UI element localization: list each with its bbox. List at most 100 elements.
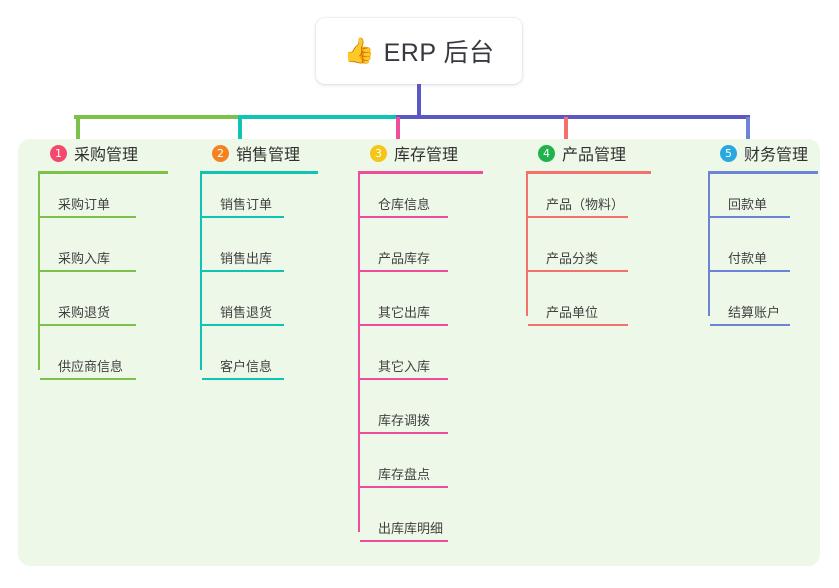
list-item[interactable]: 产品单位 (526, 294, 636, 326)
bus-segment-3 (396, 115, 750, 119)
list-item-label: 库存调拨 (378, 413, 431, 428)
list-item[interactable]: 回款单 (708, 186, 798, 218)
list-item-rule (528, 270, 628, 272)
column-3: 3 库存管理仓库信息产品库存其它出库其它入库库存调拨库存盘点出库库明细 (358, 139, 483, 542)
list-item-label: 产品单位 (546, 305, 599, 320)
column-spine-1 (38, 174, 40, 370)
list-item[interactable]: 客户信息 (200, 348, 292, 380)
list-item-label: 采购退货 (58, 305, 111, 320)
column-rule-3 (358, 171, 483, 174)
column-title-5: 财务管理 (744, 147, 809, 164)
bus-segment-2 (238, 115, 396, 119)
drop-connector-2 (238, 117, 242, 143)
list-item[interactable]: 结算账户 (708, 294, 798, 326)
column-rule-5 (708, 171, 818, 174)
list-item-rule (40, 324, 136, 326)
list-item-rule (528, 324, 628, 326)
list-item-rule (710, 270, 790, 272)
list-item-label: 销售退货 (220, 305, 273, 320)
bus-segment-1 (74, 115, 238, 119)
list-item-rule (360, 432, 448, 434)
column-spine-5 (708, 174, 710, 316)
list-item[interactable]: 付款单 (708, 240, 798, 272)
list-item-rule (360, 324, 448, 326)
column-spine-4 (526, 174, 528, 316)
list-item-rule (710, 216, 790, 218)
root-title: ERP 后台 (383, 39, 495, 67)
column-title-2: 销售管理 (236, 147, 301, 164)
list-item-rule (202, 324, 284, 326)
list-item-rule (202, 270, 284, 272)
list-item[interactable]: 采购退货 (38, 294, 144, 326)
column-badge-5: 5 (720, 144, 737, 162)
drop-connector-4 (564, 117, 568, 143)
thumbs-up-icon: 👍 (343, 36, 375, 65)
list-item[interactable]: 库存调拨 (358, 402, 456, 434)
list-item-label: 采购订单 (58, 197, 111, 212)
drop-connector-3 (396, 117, 400, 143)
list-item[interactable]: 库存盘点 (358, 456, 456, 488)
list-item-rule (710, 324, 790, 326)
column-title-1: 采购管理 (74, 147, 139, 164)
list-item[interactable]: 销售出库 (200, 240, 292, 272)
list-item[interactable]: 出库库明细 (358, 510, 456, 542)
list-item[interactable]: 供应商信息 (38, 348, 144, 380)
list-item-label: 仓库信息 (378, 197, 431, 212)
list-item-label: 结算账户 (728, 305, 781, 320)
list-item-label: 其它入库 (378, 359, 431, 374)
list-item-label: 销售出库 (220, 251, 273, 266)
list-item[interactable]: 产品（物料） (526, 186, 636, 218)
list-item-label: 付款单 (728, 251, 768, 266)
column-1: 1 采购管理采购订单采购入库采购退货供应商信息 (38, 139, 168, 380)
column-rule-4 (526, 171, 651, 174)
list-item[interactable]: 产品库存 (358, 240, 456, 272)
list-item-rule (40, 216, 136, 218)
column-badge-1: 1 (50, 144, 67, 162)
column-rule-2 (200, 171, 318, 174)
list-item-rule (40, 378, 136, 380)
list-item-label: 回款单 (728, 197, 768, 212)
list-item-rule (528, 216, 628, 218)
column-header-2[interactable]: 2 销售管理 (200, 139, 300, 167)
list-item[interactable]: 其它入库 (358, 348, 456, 380)
list-item-rule (202, 378, 284, 380)
column-header-1[interactable]: 1 采购管理 (38, 139, 138, 167)
column-badge-2: 2 (212, 144, 229, 162)
column-title-4: 产品管理 (562, 147, 627, 164)
list-item-label: 产品分类 (546, 251, 599, 266)
list-item[interactable]: 采购入库 (38, 240, 144, 272)
list-item[interactable]: 销售订单 (200, 186, 292, 218)
list-item-rule (360, 378, 448, 380)
list-item-label: 采购入库 (58, 251, 111, 266)
column-5: 5 财务管理回款单付款单结算账户 (708, 139, 818, 326)
list-item-rule (360, 216, 448, 218)
column-rule-1 (38, 171, 168, 174)
column-spine-2 (200, 174, 202, 370)
drop-connector-1 (76, 117, 80, 143)
column-spine-3 (358, 174, 360, 532)
list-item-label: 供应商信息 (58, 359, 124, 374)
root-node[interactable]: 👍 ERP 后台 (316, 18, 522, 84)
column-2: 2 销售管理销售订单销售出库销售退货客户信息 (200, 139, 318, 380)
list-item[interactable]: 其它出库 (358, 294, 456, 326)
root-stem-connector (417, 84, 421, 117)
list-item-rule (360, 540, 448, 542)
column-badge-3: 3 (370, 144, 387, 162)
column-header-4[interactable]: 4 产品管理 (526, 139, 626, 167)
list-item-label: 出库库明细 (378, 521, 444, 536)
list-item-label: 产品（物料） (546, 197, 625, 212)
column-header-3[interactable]: 3 库存管理 (358, 139, 458, 167)
list-item-label: 其它出库 (378, 305, 431, 320)
list-item[interactable]: 仓库信息 (358, 186, 456, 218)
root-node-content: 👍 ERP 后台 (343, 33, 494, 69)
column-4: 4 产品管理产品（物料） 产品分类产品单位 (526, 139, 651, 326)
list-item[interactable]: 产品分类 (526, 240, 636, 272)
column-title-3: 库存管理 (394, 147, 459, 164)
column-header-5[interactable]: 5 财务管理 (708, 139, 808, 167)
list-item-label: 产品库存 (378, 251, 431, 266)
list-item[interactable]: 采购订单 (38, 186, 144, 218)
list-item[interactable]: 销售退货 (200, 294, 292, 326)
list-item-rule (40, 270, 136, 272)
column-badge-4: 4 (538, 144, 555, 162)
drop-connector-5 (746, 117, 750, 143)
